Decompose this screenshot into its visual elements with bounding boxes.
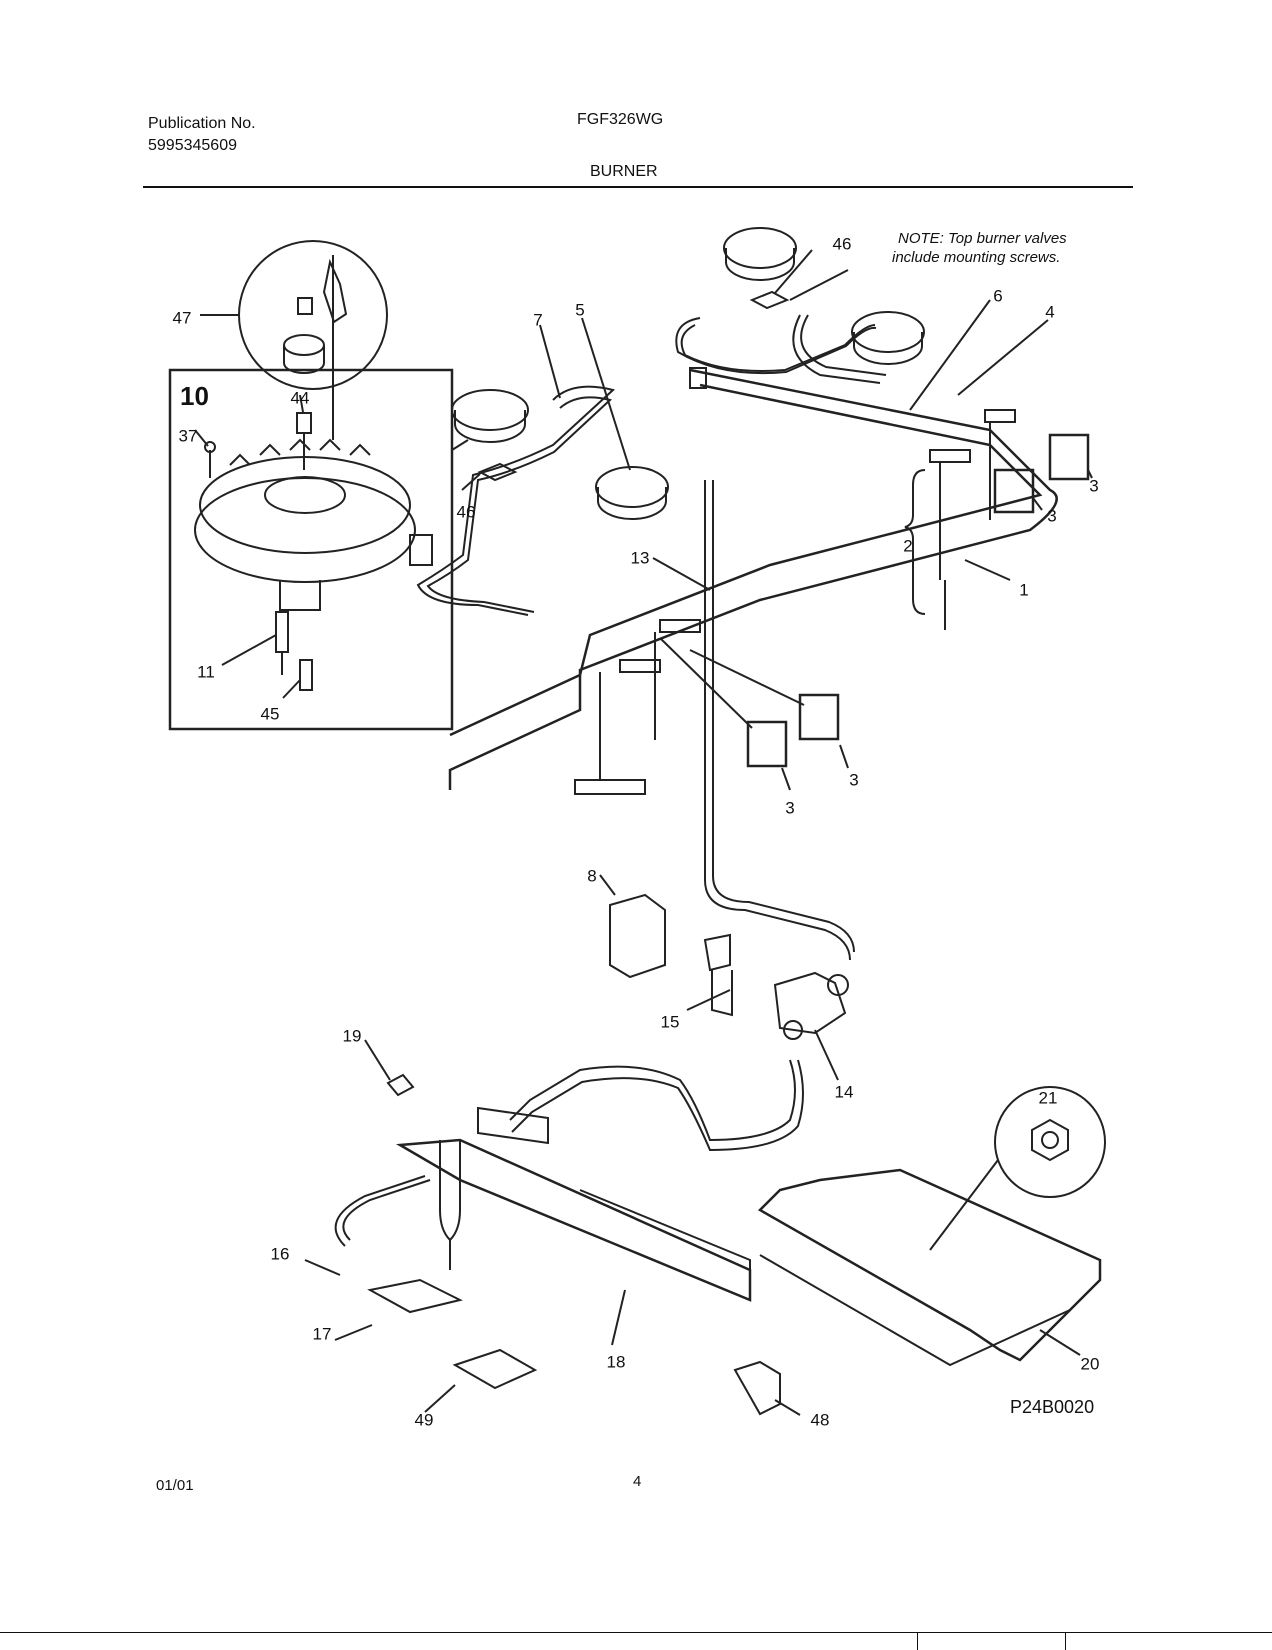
- callout-15: 15: [660, 1012, 680, 1032]
- top-burner-center: [595, 466, 669, 508]
- callout-49: 49: [414, 1410, 434, 1430]
- note-line-2: include mounting screws.: [892, 249, 1061, 266]
- model-number: FGF326WG: [577, 111, 664, 128]
- callout-13: 13: [630, 548, 650, 568]
- bracket-3-c: [798, 693, 840, 741]
- callout-2: 2: [903, 536, 913, 556]
- callout-6: 6: [993, 286, 1003, 306]
- publication-label: Publication No.: [148, 115, 256, 132]
- bracket-48: [733, 1360, 781, 1416]
- oven-valve-14: [773, 971, 847, 1035]
- footer-rule: [0, 1632, 1272, 1633]
- burner-base: [199, 456, 411, 554]
- callout-7: 7: [533, 310, 543, 330]
- section-title: BURNER: [590, 163, 658, 180]
- callout-4: 4: [1045, 302, 1055, 322]
- callout-44: 44: [290, 388, 310, 408]
- callout-37: 37: [178, 426, 198, 446]
- callout-18: 18: [606, 1352, 626, 1372]
- inset-box: [168, 368, 454, 731]
- callout-11: 11: [197, 662, 215, 682]
- detail-circle-21: [994, 1086, 1106, 1198]
- bracket-3-a: [1048, 433, 1090, 481]
- figure-id: P24B0020: [1010, 1397, 1095, 1417]
- top-burner-left: [451, 389, 529, 431]
- inset-number: 10: [180, 381, 209, 411]
- bracket-15: [703, 933, 733, 1017]
- callout-8: 8: [587, 866, 597, 886]
- valve-assemblies: [599, 409, 1016, 780]
- bracket-3-b: [993, 468, 1035, 514]
- top-burner-right: [851, 311, 925, 353]
- nut-21: [1031, 1118, 1069, 1162]
- baffle-20: [757, 1168, 1102, 1362]
- callout-46-right: 46: [832, 234, 852, 254]
- callout-16: 16: [270, 1244, 290, 1264]
- callout-20: 20: [1080, 1354, 1100, 1374]
- note-line-1: NOTE: Top burner valves: [898, 230, 1067, 247]
- footer-divider-2: [1065, 1632, 1066, 1650]
- callout-5: 5: [575, 300, 585, 320]
- callout-46-left: 46: [456, 502, 476, 522]
- oven-igniter-8: [609, 893, 666, 979]
- callout-14: 14: [834, 1082, 854, 1102]
- callout-21: 21: [1038, 1088, 1058, 1108]
- callout-17: 17: [312, 1324, 332, 1344]
- screw-part: [297, 297, 313, 315]
- connector-19: [386, 1073, 415, 1097]
- valve-17: [367, 1278, 463, 1314]
- callout-3-c: 3: [849, 770, 859, 790]
- callout-3-b: 3: [1047, 506, 1057, 526]
- footer-divider-1: [917, 1632, 918, 1650]
- footer-date: 01/01: [156, 1477, 194, 1494]
- callout-19: 19: [342, 1026, 362, 1046]
- callout-3-d: 3: [785, 798, 795, 818]
- bracket-3-d: [746, 720, 788, 768]
- header-rule: [143, 186, 1133, 188]
- top-burner-rear: [723, 227, 797, 269]
- callout-3-a: 3: [1089, 476, 1099, 496]
- footer-page: 4: [633, 1473, 642, 1490]
- bracket-49: [452, 1348, 538, 1390]
- oven-burner-18: [395, 1138, 752, 1302]
- igniter-holder: [477, 1106, 549, 1145]
- callout-47: 47: [172, 308, 192, 328]
- bracket-46-right: [749, 290, 790, 310]
- callout-1: 1: [1019, 580, 1029, 600]
- callout-48: 48: [810, 1410, 830, 1430]
- publication-number: 5995345609: [148, 137, 237, 154]
- manifold-pipe: [448, 368, 1058, 790]
- callout-45: 45: [260, 704, 280, 724]
